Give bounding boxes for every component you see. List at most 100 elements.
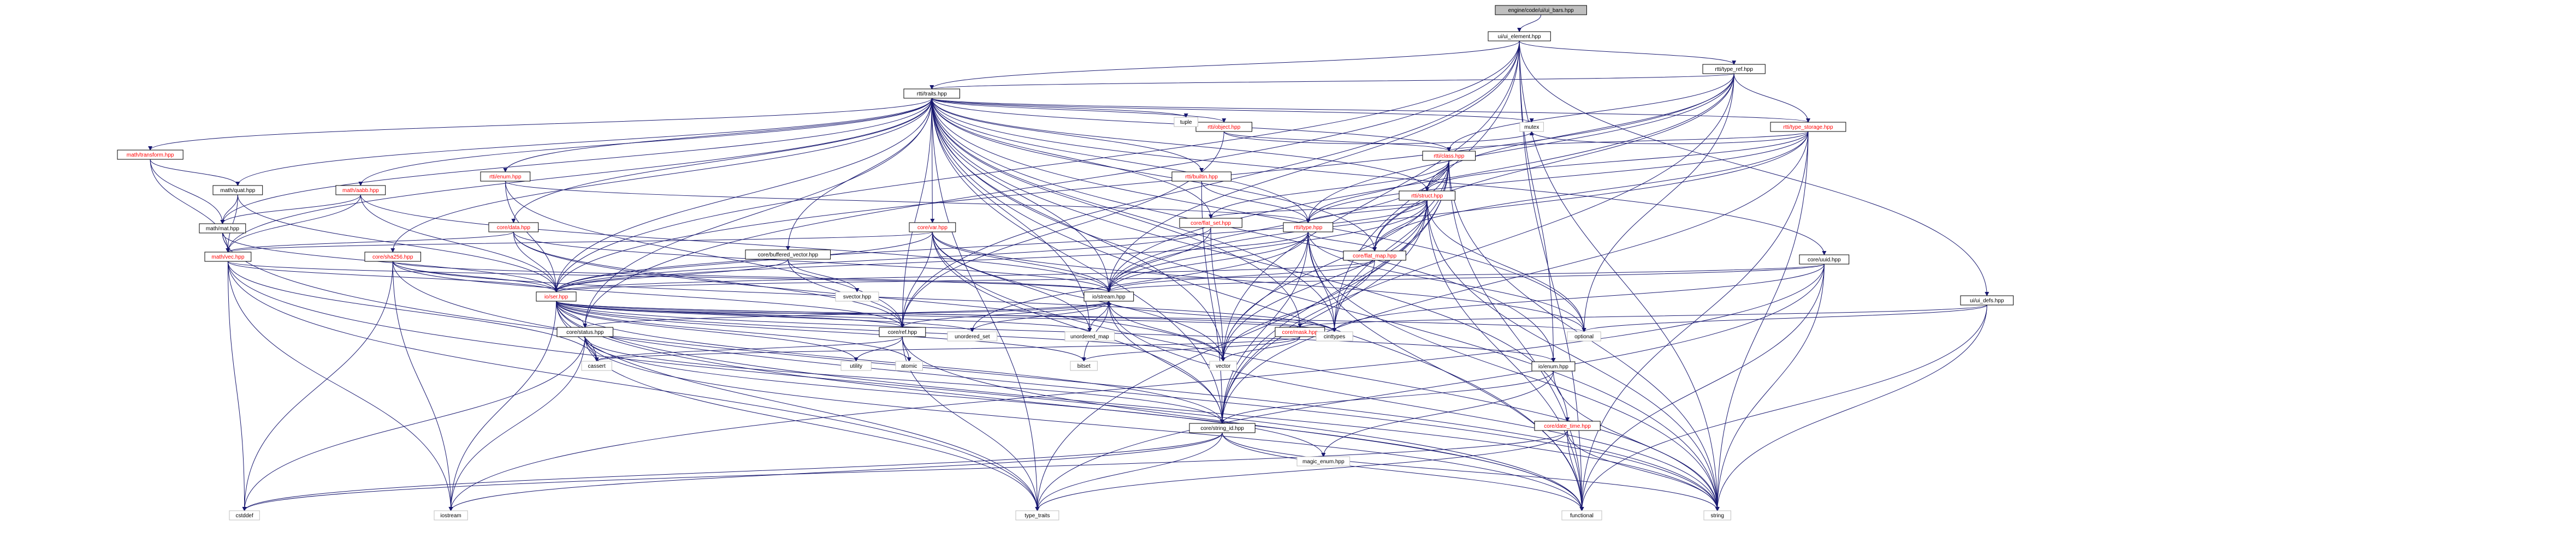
node-box xyxy=(1209,361,1237,371)
dependency-nodes: engine/code/ui/ui_bars.hpp ui/ui_element.… xyxy=(117,5,2014,521)
edge-rtti-type-ref-to-core-flat-map xyxy=(1372,73,1734,252)
node-math-quat[interactable]: math/quat.hpp xyxy=(212,185,263,195)
edge-rtti-object-to-core-ref xyxy=(900,131,1224,328)
node-rtti-type-storage[interactable]: rtti/type_storage.hpp xyxy=(1770,122,1846,132)
edge-rtti-traits-to-core-uuid xyxy=(931,98,1827,255)
node-rtti-type-ref[interactable]: rtti/type_ref.hpp xyxy=(1702,64,1766,74)
edge-rtti-traits-to-rtti-builtin xyxy=(931,98,1204,172)
edge-core-sha256-to-string xyxy=(392,261,1720,511)
node-box xyxy=(1567,331,1601,342)
node-box xyxy=(1495,5,1587,15)
node-io-ser[interactable]: io/ser.hpp xyxy=(536,291,577,302)
edge-math-vec-to-io-stream xyxy=(227,261,1111,292)
node-ui-element[interactable]: ui/ui_element.hpp xyxy=(1488,31,1551,41)
node-math-mat[interactable]: math/mat.hpp xyxy=(199,223,246,234)
edge-ui-defs-to-functional xyxy=(1579,304,1987,511)
node-label: type_traits xyxy=(1025,513,1050,519)
edge-io-ser-to-string xyxy=(556,301,1720,511)
node-box xyxy=(1174,117,1198,127)
edge-rtti-enum-to-io-ser xyxy=(505,181,559,292)
edge-core-data-to-core-ref xyxy=(513,231,905,328)
node-core-status[interactable]: core/status.hpp xyxy=(556,327,613,337)
node-math-vec[interactable]: math/vec.hpp xyxy=(204,252,252,262)
edge-core-flat-map-to-vector xyxy=(1221,260,1375,362)
node-io-stream[interactable]: io/stream.hpp xyxy=(1083,291,1134,302)
edge-io-stream-to-core-ref xyxy=(900,301,1109,328)
edge-rtti-type-storage-to-functional xyxy=(1579,131,1809,511)
node-box xyxy=(909,222,956,232)
node-rtti-struct[interactable]: rtti/struct.hpp xyxy=(1399,190,1455,201)
node-core-uuid[interactable]: core/uuid.hpp xyxy=(1799,254,1850,265)
node-box xyxy=(117,150,183,160)
edge-core-uuid-to-iostream xyxy=(448,264,1825,511)
node-core-ref[interactable]: core/ref.hpp xyxy=(879,327,926,337)
node-label: rtti/struct.hpp xyxy=(1411,193,1443,199)
node-rtti-object[interactable]: rtti/object.hpp xyxy=(1195,122,1252,132)
edge-core-flat-set-to-vector xyxy=(1210,227,1225,362)
node-label: io/ser.hpp xyxy=(544,294,569,300)
edge-math-aabb-to-io-ser xyxy=(360,194,559,292)
dependency-edges xyxy=(148,14,1989,511)
node-label: core/flat_set.hpp xyxy=(1191,220,1231,226)
edge-core-var-to-io-ser xyxy=(554,231,933,292)
node-io-enum[interactable]: io/enum.hpp xyxy=(1531,361,1576,372)
node-label: unordered_set xyxy=(955,334,990,340)
edge-ui-element-to-io-stream xyxy=(1106,40,1520,292)
node-label: math/quat.hpp xyxy=(220,188,255,194)
node-ui-defs[interactable]: ui/ui_defs.hpp xyxy=(1960,295,2014,306)
node-core-date-time[interactable]: core/date_time.hpp xyxy=(1534,421,1601,431)
node-box xyxy=(1770,122,1846,132)
edge-math-vec-to-type-traits xyxy=(227,261,1040,511)
node-svector: svector.hpp xyxy=(835,291,879,302)
node-core-string-id[interactable]: core/string_id.hpp xyxy=(1189,423,1256,433)
node-core-var[interactable]: core/var.hpp xyxy=(909,222,956,232)
edge-math-aabb-to-io-stream xyxy=(360,194,1111,292)
node-bitset: bitset xyxy=(1070,361,1098,371)
edge-core-var-to-unordered-map xyxy=(932,231,1092,332)
edge-rtti-traits-to-rtti-type-storage xyxy=(931,98,1810,123)
node-label: rtti/type_ref.hpp xyxy=(1715,67,1753,73)
node-box xyxy=(879,327,926,337)
edge-rtti-traits-to-rtti-struct xyxy=(931,98,1430,192)
node-core-buffered-vector[interactable]: core/buffered_vector.hpp xyxy=(745,249,831,260)
edge-io-enum-to-string xyxy=(1553,370,1720,511)
edge-rtti-traits-to-core-data xyxy=(511,98,932,223)
edge-rtti-type-to-io-stream xyxy=(1106,231,1308,292)
node-math-transform[interactable]: math/transform.hpp xyxy=(117,150,183,160)
node-rtti-builtin[interactable]: rtti/builtin.hpp xyxy=(1171,171,1231,182)
edge-rtti-type-to-core-string-id xyxy=(1220,231,1308,424)
node-math-aabb[interactable]: math/aabb.hpp xyxy=(335,185,386,195)
edge-rtti-traits-to-math-quat xyxy=(235,98,932,186)
node-rtti-type[interactable]: rtti/type.hpp xyxy=(1283,222,1334,232)
node-core-data[interactable]: core/data.hpp xyxy=(488,222,539,232)
node-box xyxy=(1179,218,1242,228)
edge-rtti-struct-to-string xyxy=(1426,200,1720,511)
edge-io-stream-to-unordered-map xyxy=(1087,301,1109,332)
node-magic-enum: magic_enum.hpp xyxy=(1296,456,1351,467)
edge-rtti-class-to-core-string-id xyxy=(1220,160,1449,424)
edge-rtti-traits-to-type-traits xyxy=(931,98,1040,511)
edge-io-ser-to-utility xyxy=(556,301,858,362)
edge-core-uuid-to-string xyxy=(1715,264,1825,511)
node-box xyxy=(1015,510,1059,521)
edge-io-ser-to-core-string-id xyxy=(556,301,1225,424)
edge-rtti-type-storage-to-string xyxy=(1715,131,1809,511)
node-core-sha256[interactable]: core/sha256.hpp xyxy=(364,252,421,262)
edge-core-sha256-to-iostream xyxy=(392,261,453,511)
node-rtti-class[interactable]: rtti/class.hpp xyxy=(1422,151,1476,161)
node-box xyxy=(895,361,923,371)
node-iostream: iostream xyxy=(434,510,468,521)
node-rtti-traits[interactable]: rtti/traits.hpp xyxy=(903,88,960,99)
node-rtti-enum[interactable]: rtti/enum.hpp xyxy=(480,171,531,182)
edge-core-date-time-to-functional xyxy=(1567,430,1584,511)
edge-rtti-enum-to-rtti-type xyxy=(505,181,1311,223)
node-box xyxy=(480,171,531,182)
node-root[interactable]: engine/code/ui/ui_bars.hpp xyxy=(1495,5,1587,15)
edge-rtti-struct-to-functional xyxy=(1426,200,1584,511)
edge-core-uuid-to-type-traits xyxy=(1035,264,1825,511)
edge-rtti-struct-to-core-string-id xyxy=(1220,200,1428,424)
edge-core-status-to-functional xyxy=(584,336,1584,511)
node-core-flat-map[interactable]: core/flat_map.hpp xyxy=(1343,250,1406,261)
edge-rtti-traits-to-math-vec xyxy=(226,98,932,253)
node-core-flat-set[interactable]: core/flat_set.hpp xyxy=(1179,218,1242,228)
